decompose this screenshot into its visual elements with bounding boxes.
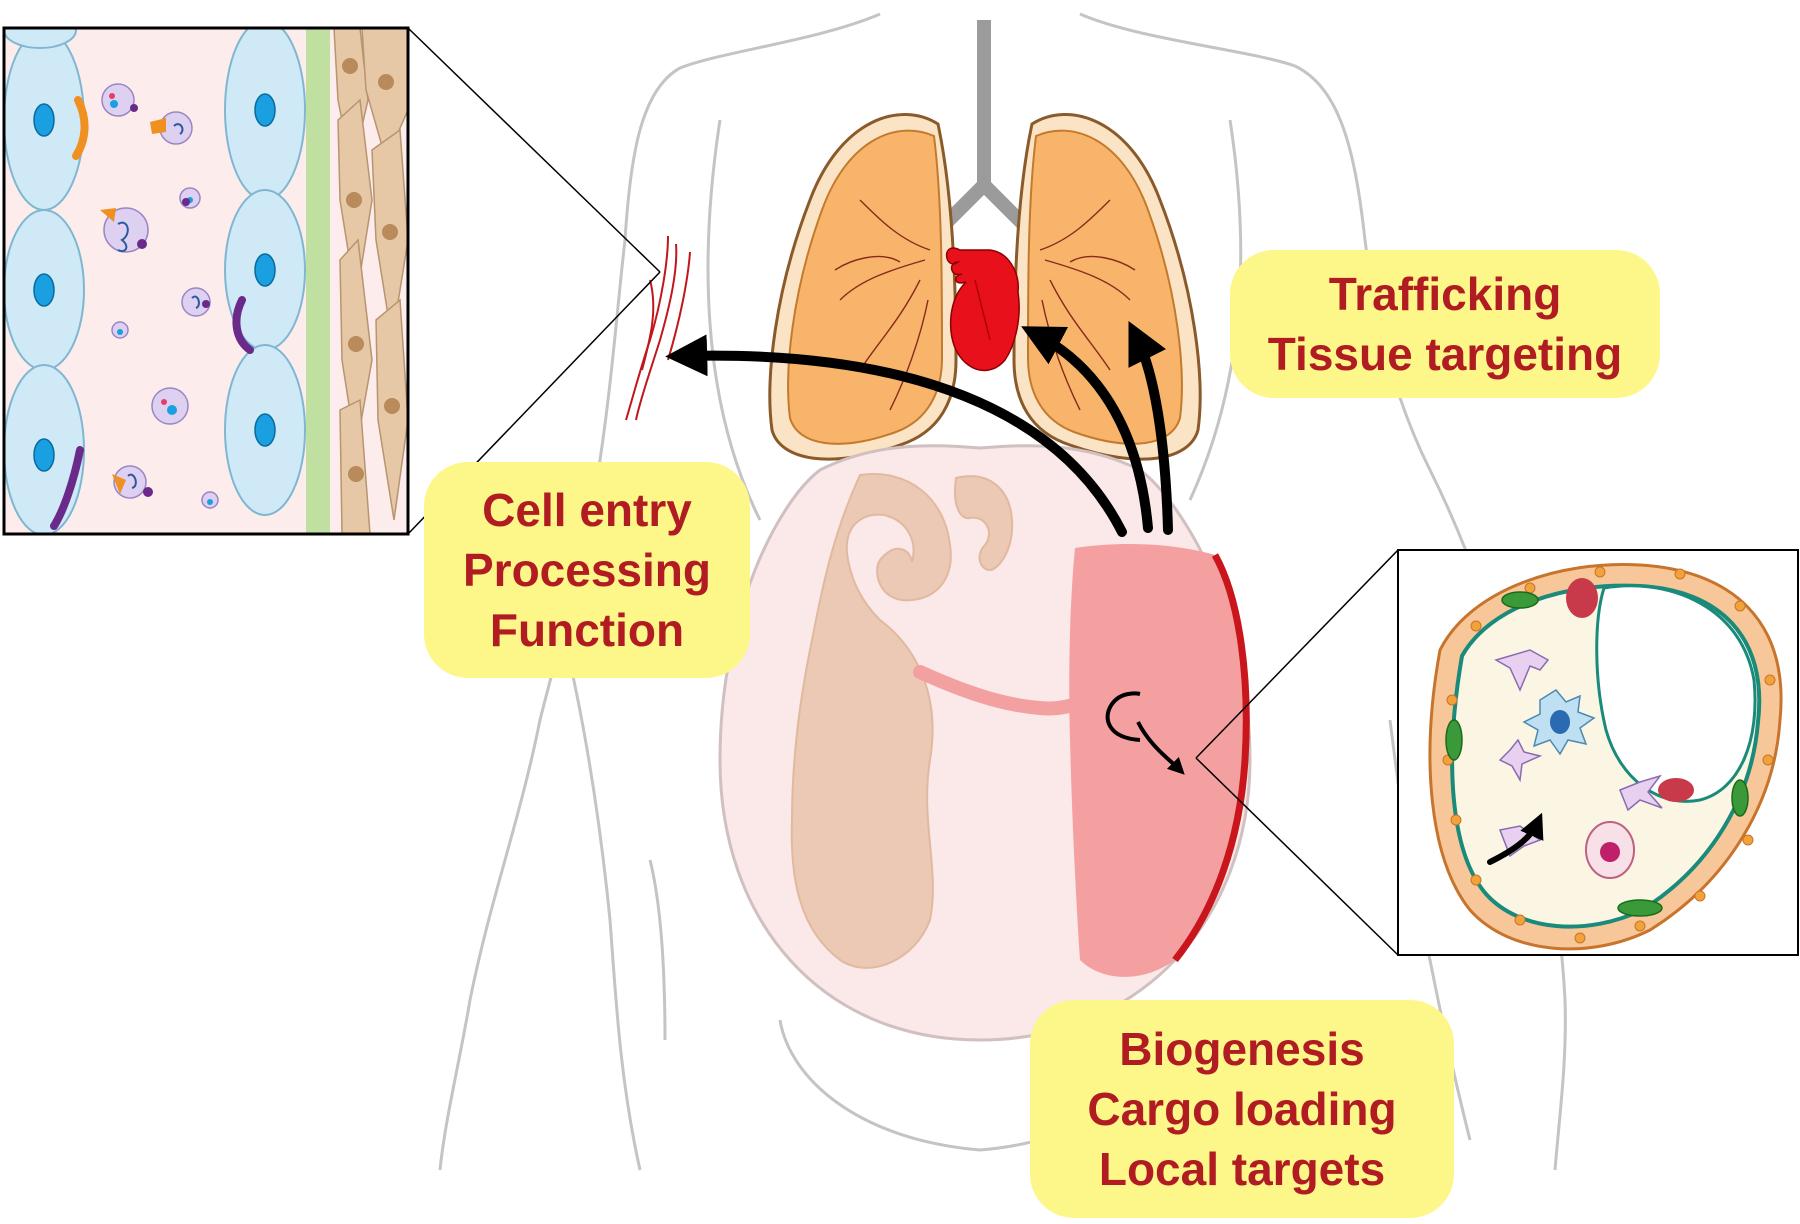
arrow-to-periphery	[665, 334, 1127, 537]
callout-line: Local targets	[1098, 1143, 1386, 1195]
recycle-arrow-icon	[1105, 691, 1185, 775]
callout-line: Function	[489, 604, 685, 656]
blood-vessel-icon	[625, 235, 691, 421]
callout-line: Trafficking	[1328, 268, 1562, 320]
arrow-to-lung	[1128, 320, 1173, 535]
callout-line: Cell entry	[482, 484, 692, 536]
biogenesis-callout: Biogenesis Cargo loading Local targets	[1030, 1000, 1454, 1218]
cell-entry-callout: Cell entry Processing Function	[424, 462, 750, 678]
placenta-icon	[1069, 544, 1250, 977]
fetus-icon	[790, 473, 1014, 969]
villus-cross-section-icon	[1397, 549, 1799, 956]
callout-line: Cargo loading	[1087, 1083, 1397, 1135]
callout-line: Processing	[463, 544, 711, 596]
arrow-to-heart	[1021, 326, 1153, 533]
trafficking-arrows	[665, 320, 1173, 537]
trachea-icon	[939, 20, 1029, 230]
callout-line: Tissue targeting	[1267, 328, 1623, 380]
heart-icon	[945, 247, 1020, 372]
trafficking-callout: Trafficking Tissue targeting	[1230, 250, 1660, 398]
vessel-cross-section-icon	[2, 26, 410, 536]
callout-line: Biogenesis	[1119, 1023, 1365, 1075]
